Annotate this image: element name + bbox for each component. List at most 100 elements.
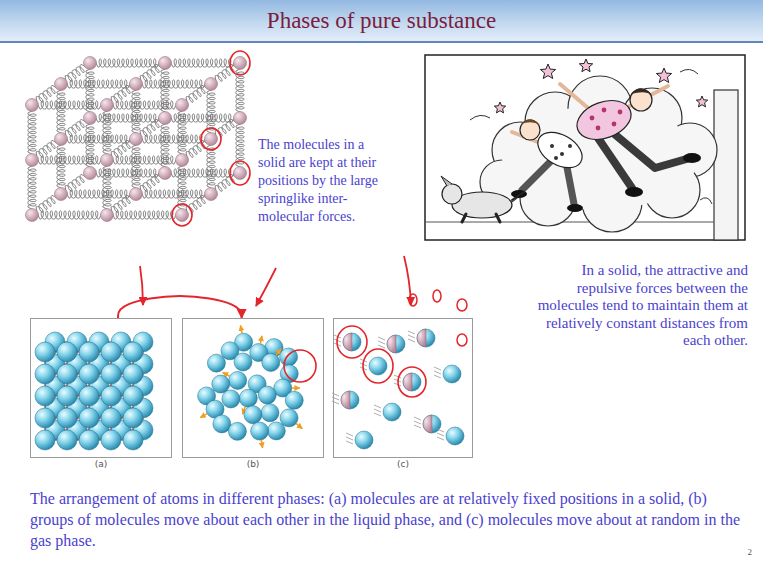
molecule [222, 390, 240, 408]
spring-coil [38, 211, 101, 219]
spring-coil [142, 190, 205, 198]
molecule [213, 415, 231, 433]
molecule [176, 99, 189, 112]
panel-label-holder: (c) [334, 459, 472, 469]
impact-star [540, 64, 555, 79]
annotation-circle [363, 349, 393, 383]
molecule [101, 386, 121, 406]
molecule [57, 386, 77, 406]
motion-streak [437, 437, 444, 440]
motion-line [700, 198, 712, 204]
motion-streak [434, 371, 441, 374]
molecule [239, 389, 257, 407]
molecule [343, 333, 361, 351]
shirt-dot [554, 156, 558, 160]
phase-pictures [35, 326, 464, 450]
shirt-dot [596, 126, 601, 131]
motion-arrow [292, 387, 300, 389]
cartoon-limb [612, 132, 690, 168]
motion-arrow [296, 423, 302, 428]
molecule [57, 408, 77, 428]
molecule [234, 353, 252, 371]
motion-streak [346, 437, 353, 440]
molecule [84, 57, 97, 70]
molecule [130, 133, 143, 146]
spring-coil [132, 145, 140, 188]
motion-line [470, 115, 490, 120]
molecule [130, 78, 143, 91]
spring-coil [132, 90, 140, 133]
molecule [26, 99, 39, 112]
cartoon-limb [622, 86, 668, 110]
phase-panel: (a) [30, 318, 172, 458]
cartoon-dog [442, 184, 462, 204]
annotation-circle [230, 161, 250, 185]
header-bar [0, 0, 763, 42]
motion-streak [408, 339, 415, 342]
spring-coil [103, 111, 111, 154]
spring-coil [113, 156, 176, 164]
slide-title: Phases of pure substance [0, 0, 763, 42]
spring-coil [171, 59, 234, 67]
molecule [79, 386, 99, 406]
molecule [443, 365, 461, 383]
molecule-half [387, 335, 396, 353]
molecule [423, 415, 441, 433]
door-frame [714, 90, 738, 240]
molecule [159, 57, 172, 70]
panel-label: (c) [334, 459, 472, 469]
annotation-circle [398, 367, 426, 397]
spring-coil [67, 135, 130, 143]
spring-coil [111, 85, 131, 102]
molecule [101, 154, 114, 167]
molecule-half [417, 329, 426, 347]
picture-frame [425, 55, 745, 240]
molecule [55, 78, 68, 91]
spring-coil [57, 90, 65, 133]
annotation-circle [230, 51, 250, 75]
molecule [101, 408, 121, 428]
spring-coil [36, 140, 56, 157]
spring-coil [171, 114, 234, 122]
molecule [403, 373, 421, 391]
molecule [79, 408, 99, 428]
spring-coil [207, 90, 215, 133]
molecule [446, 427, 464, 445]
molecule-half [403, 373, 412, 391]
molecule [341, 391, 359, 409]
annotation-circle [337, 326, 367, 358]
spring-coil [171, 169, 234, 177]
molecule [369, 357, 387, 375]
cartoon-dog [441, 176, 452, 186]
molecule [57, 430, 77, 450]
motion-streak [378, 337, 385, 340]
molecule [123, 386, 143, 406]
cartoon-hair [631, 88, 652, 95]
molecule [130, 188, 143, 201]
phase-panel: (b) [182, 318, 324, 458]
molecule [285, 391, 303, 409]
spring-coil [57, 145, 65, 188]
panel-label: (b) [183, 459, 323, 469]
spring-coil [215, 64, 235, 81]
motion-streak [378, 341, 385, 344]
spring-coil [186, 140, 206, 157]
annotation-mark [433, 290, 441, 302]
molecule [79, 342, 99, 362]
molecule [205, 78, 218, 91]
spring-coil [65, 64, 85, 81]
impact-star [579, 59, 592, 72]
molecule [101, 209, 114, 222]
motion-streak [378, 345, 385, 348]
shirt-dot [590, 116, 595, 121]
spring-coil [142, 80, 205, 88]
motion-arrow [261, 440, 262, 448]
molecule-half [423, 415, 432, 433]
molecule [35, 364, 55, 384]
molecule [207, 354, 225, 372]
molecule [234, 57, 247, 70]
motion-streak [374, 405, 381, 408]
spring-coil [67, 80, 130, 88]
cartoon-shirt [572, 94, 637, 147]
